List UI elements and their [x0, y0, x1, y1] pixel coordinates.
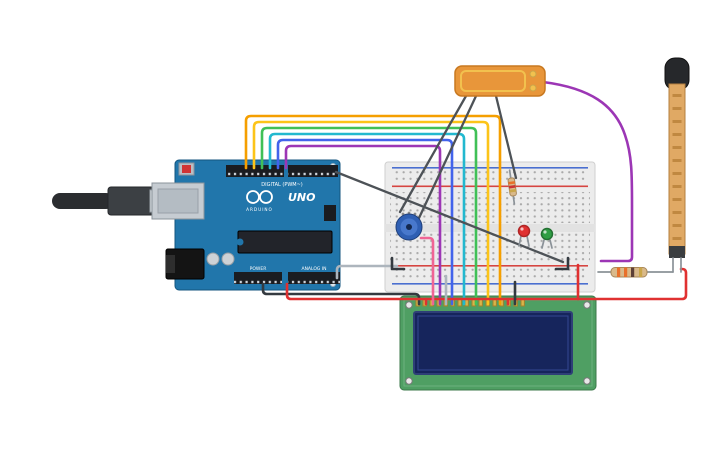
led-green-body[interactable] [540, 227, 554, 241]
icsp-header [324, 205, 336, 221]
lcd-screen-glow [417, 315, 569, 371]
led-red[interactable] [517, 224, 531, 247]
sensor-module[interactable] [454, 65, 546, 97]
power-header-pins [234, 272, 282, 284]
breadboard-bottom-positive-line [392, 265, 588, 267]
usb-plug-housing [107, 186, 155, 216]
wire-cyan[interactable] [268, 132, 466, 306]
wire-contrast-pink[interactable] [419, 236, 435, 306]
capacitor [221, 252, 235, 266]
wires [244, 80, 688, 306]
atmega-chip[interactable] [237, 230, 333, 254]
power-label: POWER [250, 266, 267, 272]
wire-yellow[interactable] [252, 120, 490, 306]
wire-sensor-purple[interactable] [541, 80, 634, 263]
wire-sensor-dark-3[interactable] [494, 94, 518, 180]
resistor-band [509, 188, 517, 193]
wire-gnd-diagonal[interactable] [334, 170, 565, 264]
flex-sensor-segments [672, 94, 682, 240]
breadboard-center-groove [385, 224, 595, 232]
sensor-body[interactable] [454, 65, 546, 97]
reset-button[interactable] [182, 165, 191, 173]
arduino-uno[interactable]: DIGITAL (PWM~) ARDUINO UNO POWER ANALOG … [151, 159, 341, 291]
capacitor [206, 252, 220, 266]
resistor-band [624, 267, 628, 277]
resistor-band [617, 267, 621, 277]
wire-sensor-dark-1[interactable] [398, 94, 468, 214]
usb-port-inner [157, 188, 199, 214]
digital-label: DIGITAL (PWM~) [261, 182, 303, 188]
sensor-inner-outline [460, 70, 526, 92]
wire-gray-jumper[interactable] [335, 264, 399, 280]
power-jack-barrel [166, 255, 175, 273]
chip-notch [236, 238, 244, 246]
led-leg [518, 235, 522, 247]
wire-green[interactable] [260, 126, 478, 306]
breadboard-top-positive-line [392, 185, 588, 188]
arduino-logo-icon [246, 190, 260, 204]
digital-header-right-pins [288, 165, 338, 177]
resistor-band [508, 185, 516, 189]
flex-sensor[interactable] [664, 57, 690, 273]
resistor-band [508, 181, 516, 185]
sensor-terminal [529, 84, 537, 92]
lcd-mounting-hole [583, 377, 591, 385]
analog-header-pins [288, 272, 340, 284]
led-highlight [543, 230, 547, 234]
resistor-band [631, 267, 635, 277]
resistor-r2[interactable] [597, 267, 674, 278]
led-leg [526, 235, 530, 247]
lcd-mounting-hole [405, 301, 413, 309]
led-leg [541, 239, 545, 249]
resistor-lead [512, 195, 516, 205]
led-red-body[interactable] [517, 224, 531, 238]
pot-shaft [406, 224, 412, 230]
resistor-band [639, 267, 643, 277]
usb-cable[interactable] [52, 186, 169, 216]
wire-purple[interactable] [284, 144, 442, 306]
analog-label: ANALOG IN [301, 266, 326, 272]
wire-blue[interactable] [276, 138, 454, 306]
breadboard-bottom-negative-line [392, 283, 588, 285]
usb-cable-body [52, 193, 114, 209]
breadboard-top-negative-line [392, 167, 588, 169]
lcd-mounting-hole [405, 377, 413, 385]
wire-ground-black[interactable] [261, 282, 421, 306]
arduino-model-label: UNO [288, 191, 316, 204]
arduino-brand-label: ARDUINO [246, 207, 273, 212]
lcd-screen [413, 311, 573, 375]
wire-orange[interactable] [244, 114, 502, 306]
wire-black-jumper-left[interactable] [390, 256, 406, 271]
potentiometer[interactable] [395, 211, 423, 241]
led-leg [549, 239, 553, 249]
led-highlight [520, 227, 524, 231]
sensor-terminal [529, 70, 537, 78]
lcd-display[interactable] [399, 295, 597, 391]
wire-power-red[interactable] [285, 267, 688, 301]
lcd-mounting-hole [583, 301, 591, 309]
wire-black-jumper-right[interactable] [554, 256, 570, 271]
led-green[interactable] [540, 227, 554, 249]
flex-sensor-connector [669, 246, 685, 258]
arduino-logo-icon [259, 190, 273, 204]
resistor-r1[interactable] [507, 169, 518, 205]
wire-sensor-dark-2[interactable] [410, 94, 478, 235]
